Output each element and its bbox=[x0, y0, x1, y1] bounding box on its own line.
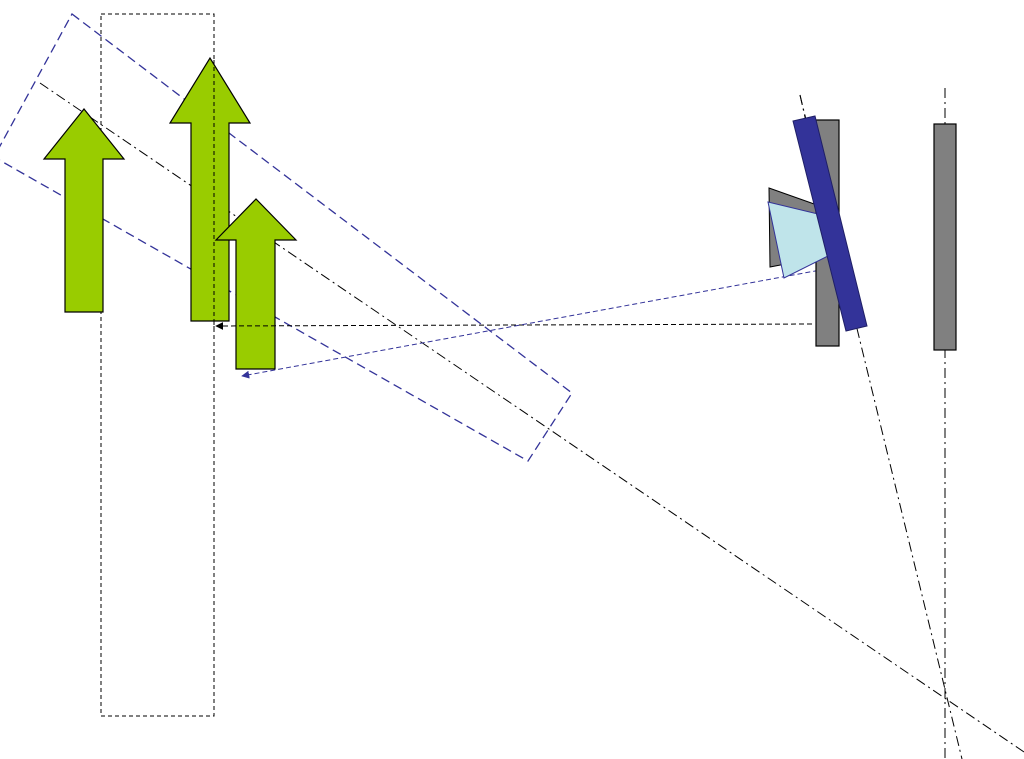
tilted-lens-panel-blue bbox=[792, 115, 868, 332]
sensor-panel-gray bbox=[933, 123, 957, 351]
tilted-dashed-frame bbox=[0, 13, 573, 462]
vertical-dashed-frame bbox=[100, 13, 215, 717]
object-arrow-right bbox=[214, 198, 298, 370]
object-arrow-left bbox=[42, 108, 126, 313]
ray-black-arrow bbox=[215, 321, 813, 330]
ray-blue-arrow bbox=[241, 268, 827, 379]
optical-axis-line bbox=[39, 82, 1024, 753]
tilted-plane-axis-line bbox=[799, 94, 963, 759]
object-arrow-middle bbox=[168, 56, 252, 322]
